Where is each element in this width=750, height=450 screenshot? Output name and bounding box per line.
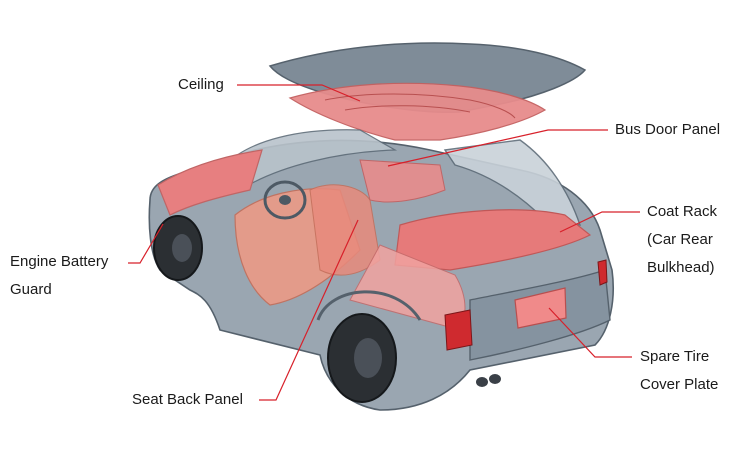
label-bus-door-panel: Bus Door Panel [615, 121, 721, 138]
label-coat-rack-bulkhead: Bulkhead) [647, 259, 715, 276]
bus-door-panel-leader [387, 129, 608, 167]
front-windshield [224, 129, 398, 191]
leader-lines [128, 84, 640, 401]
bus-door-panel-area [359, 159, 446, 203]
ceiling-liner [288, 82, 547, 141]
label-cover-plate: Cover Plate [640, 376, 719, 393]
label-coat-rack: Coat Rack [647, 203, 718, 220]
label-engine-battery-guard: Guard [10, 281, 52, 298]
spare-tire-cover-plate [514, 287, 567, 329]
seat-back-panel-leader [259, 219, 359, 401]
label-spare-tire: Spare Tire [640, 348, 710, 365]
left-tail-light [444, 309, 473, 351]
coat-rack-area [394, 209, 592, 271]
engine-battery-guard-area [157, 149, 263, 216]
label-ceiling: Ceiling [178, 76, 224, 93]
right-tail-light [597, 259, 608, 286]
ceiling-leader [237, 84, 361, 102]
label-engine-battery: Engine Battery [10, 253, 109, 270]
engine-battery-guard-leader [128, 223, 164, 264]
coat-rack-leader [559, 211, 640, 233]
label-coat-rack-car-rear: (Car Rear [647, 231, 713, 248]
label-seat-back-panel: Seat Back Panel [132, 391, 243, 408]
spare-tire-leader [548, 307, 632, 358]
